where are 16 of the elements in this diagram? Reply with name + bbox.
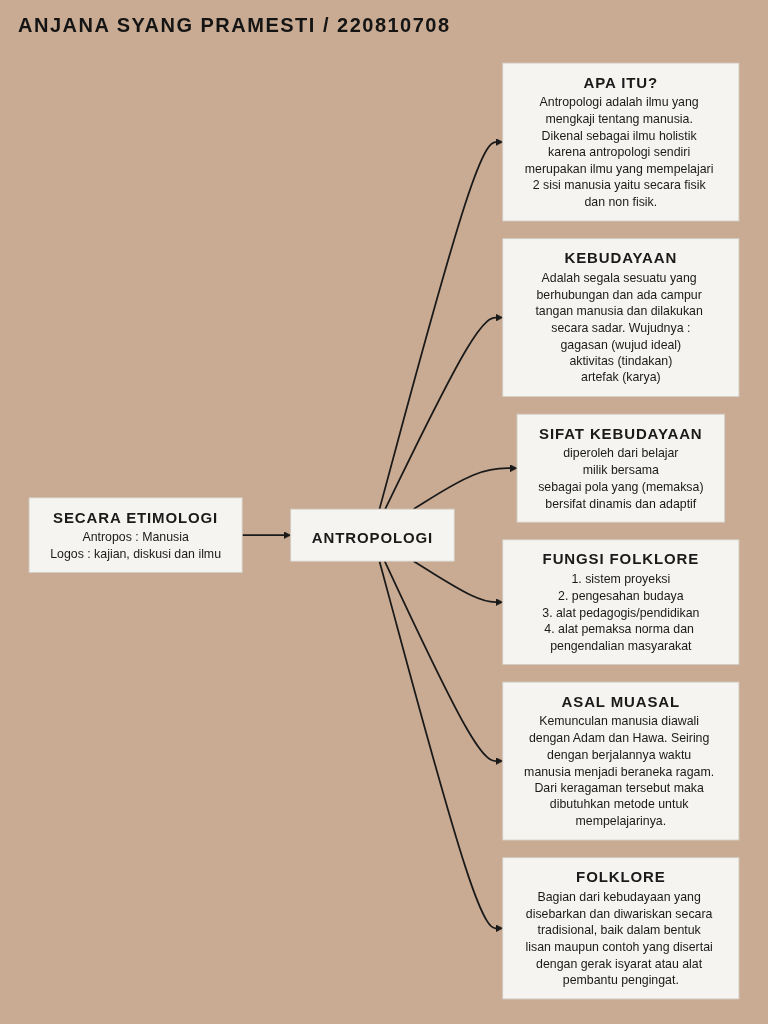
node-box: ANTROPOLOGI <box>290 508 455 562</box>
node-box: SECARA ETIMOLOGI Antropos : Manusia Logos : kajian, diskusi dan ilmu <box>28 497 243 573</box>
node-box: SIFAT KEBUDAYAAN diperoleh dari belajar milik bersama sebagai pola yang (memaksa) bersifat dinamis dan adaptif <box>516 413 726 523</box>
node-box: FUNGSI FOLKLORE 1. sistem proyeksi 2. pengesahan budaya 3. alat pedagogis/pendidikan 4. alat pemaksa norma dan pengendalian masyarakat <box>502 539 740 665</box>
arrow <box>378 138 504 510</box>
arrow <box>384 313 504 510</box>
arrow <box>412 560 504 606</box>
node-box: FOLKLORE Bagian dari kebudayaan yang disebarkan dan diwariskan secara tradisional, baik dalam bentuk lisan maupun contoh yang disertai dengan gerak isyarat atau alat pembantu pengingat. <box>502 857 740 1000</box>
node-box: KEBUDAYAAN Adalah segala sesuatu yang berhubungan dan ada campur tangan manusia dan dilakukan secara sadar. Wujudnya : gagasan (wujud ideal) aktivitas (tindakan) artefak (karya) <box>502 238 740 397</box>
arrow <box>412 464 518 510</box>
arrow <box>383 560 504 765</box>
node-box: ASAL MUASAL Kemunculan manusia diawali dengan Adam dan Hawa. Seiring dengan berjalannya waktu manusia menjadi beraneka ragam. Dari keragaman tersebut maka dibutuhkan metode untuk mempelajarinya. <box>502 681 740 841</box>
arrow <box>241 531 291 540</box>
arrow <box>378 560 504 933</box>
page-title: ANJANA SYANG PRAMESTI / 220810708 <box>18 14 451 37</box>
node-box: APA ITU? Antropologi adalah ilmu yang mengkaji tentang manusia. Dikenal sebagai ilmu holistik karena antropologi sendiri merupakan ilmu yang mempelajari 2 sisi manusia yaitu secara fisik dan non fisik. <box>502 62 740 222</box>
